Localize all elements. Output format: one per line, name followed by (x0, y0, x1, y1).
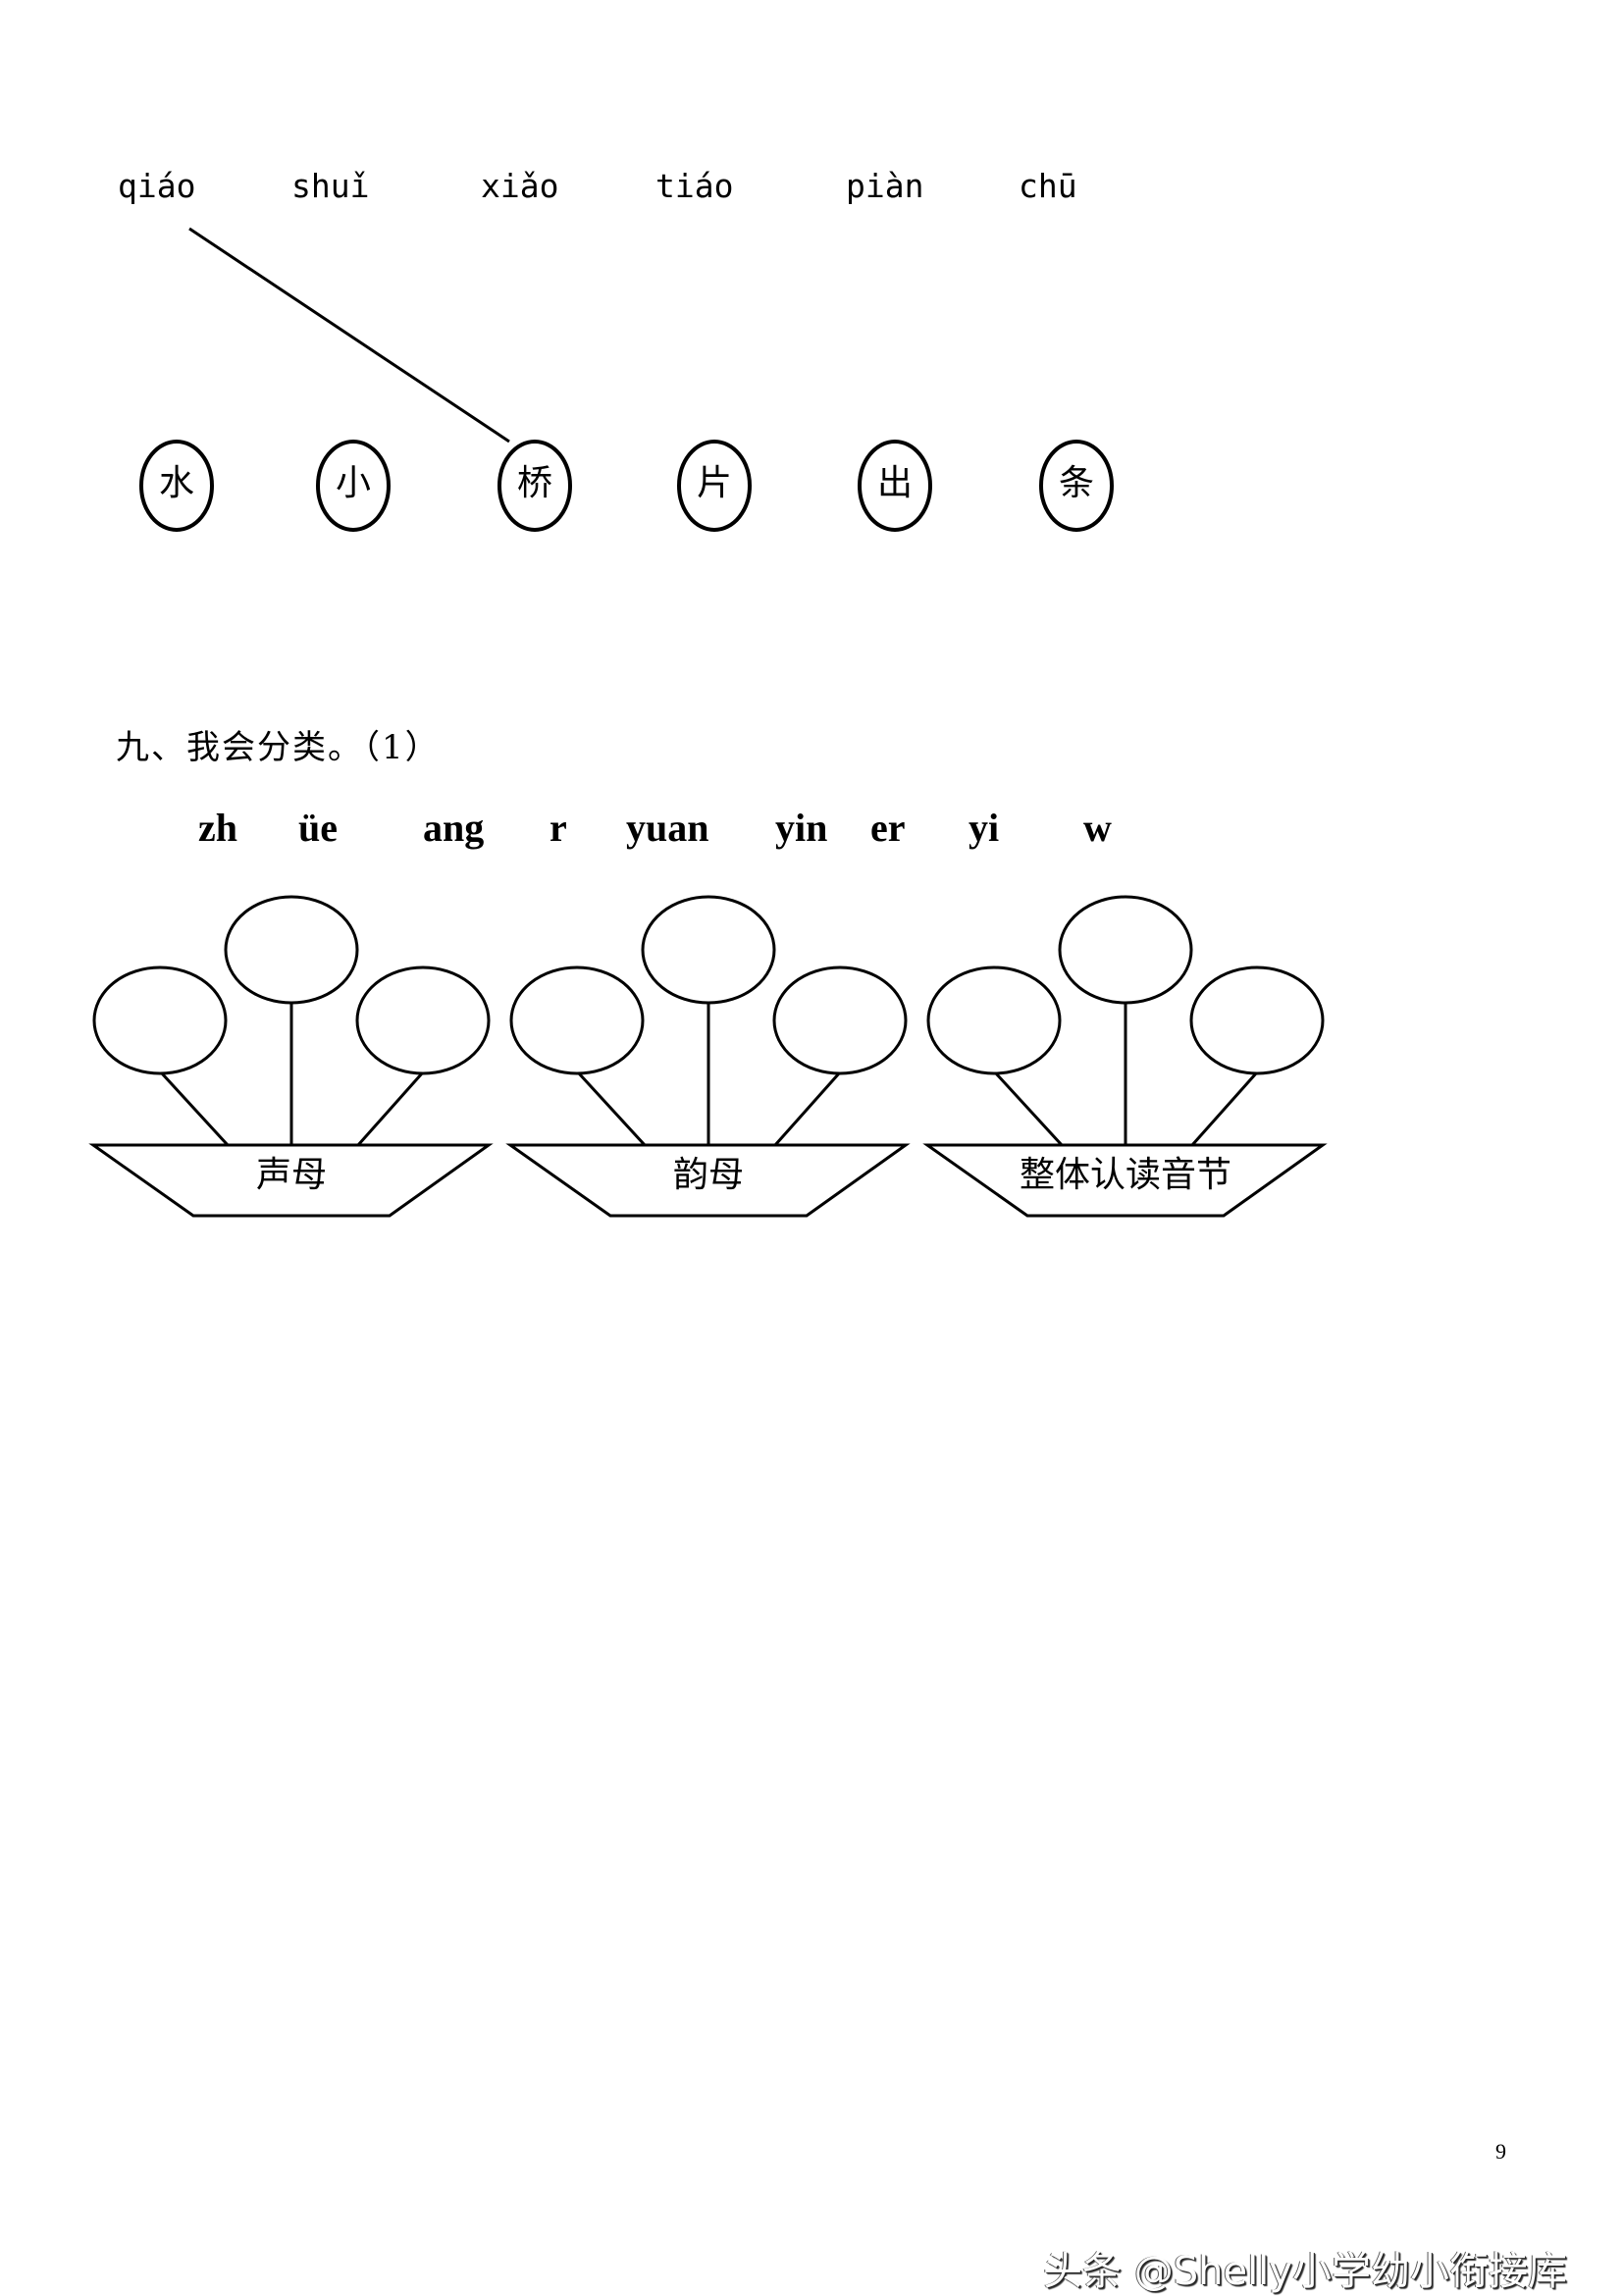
character-label: 出 (876, 463, 913, 503)
answer-bubble[interactable] (1189, 965, 1325, 1075)
character-circle[interactable] (497, 440, 572, 532)
answer-bubble[interactable] (1058, 895, 1193, 1005)
page-number: 9 (1495, 2139, 1506, 2164)
stem-line (994, 1071, 1064, 1147)
character-label: 片 (696, 463, 732, 503)
pinyin-item[interactable]: ang (423, 806, 485, 850)
classification-pot (922, 895, 1328, 1218)
character-circle[interactable] (316, 440, 391, 532)
pinyin-item[interactable]: yi (969, 806, 1000, 850)
character-label: 条 (1058, 463, 1094, 503)
answer-bubble[interactable] (772, 965, 908, 1075)
pinyin-label[interactable]: shuǐ (291, 167, 370, 205)
pinyin-label[interactable]: qiáo (118, 167, 196, 205)
character-circle[interactable] (858, 440, 932, 532)
pot-label: 声母 (255, 1155, 327, 1195)
answer-bubble[interactable] (224, 895, 359, 1005)
character-label: 小 (335, 463, 371, 503)
pinyin-item[interactable]: w (1083, 806, 1112, 850)
answer-bubble[interactable] (92, 965, 228, 1075)
pinyin-label[interactable]: tiáo (655, 167, 734, 205)
answer-bubble[interactable] (926, 965, 1062, 1075)
pot-shape (88, 1143, 494, 1218)
character-label: 水 (158, 463, 194, 503)
pot-label: 整体认读音节 (1019, 1155, 1231, 1195)
pinyin-item[interactable]: üe (298, 806, 338, 850)
watermark: 头条 @Shelly小学幼小衔接库 (1043, 2249, 1567, 2294)
pinyin-item[interactable]: zh (198, 806, 237, 850)
answer-bubble[interactable] (641, 895, 776, 1005)
pinyin-label[interactable]: piàn (846, 167, 924, 205)
stem-line (773, 1072, 841, 1146)
pinyin-item[interactable]: yuan (626, 806, 709, 850)
classification-pots (88, 895, 1328, 1218)
classification-pot (505, 895, 911, 1218)
classification-pot (88, 895, 494, 1218)
stem-line (160, 1071, 230, 1147)
stem-line (356, 1072, 424, 1146)
pot-shape (505, 1143, 911, 1218)
match-line (188, 227, 510, 444)
pinyin-item[interactable]: yin (775, 806, 828, 850)
character-circle[interactable] (1039, 440, 1114, 532)
stem-line (577, 1071, 647, 1147)
pinyin-label[interactable]: chū (1019, 167, 1077, 205)
section-heading: 九、我会分类。（1） (116, 728, 441, 767)
pot-label: 韵母 (672, 1155, 744, 1195)
pinyin-item[interactable]: r (550, 806, 567, 850)
character-circle[interactable] (139, 440, 214, 532)
character-label: 桥 (516, 463, 552, 503)
pinyin-item[interactable]: er (870, 806, 906, 850)
answer-bubble[interactable] (355, 965, 491, 1075)
pinyin-label[interactable]: xiǎo (481, 167, 559, 205)
character-ellipses (139, 440, 1114, 532)
character-circle[interactable] (677, 440, 752, 532)
pot-shape (922, 1143, 1328, 1218)
answer-bubble[interactable] (509, 965, 645, 1075)
stem-line (1190, 1072, 1258, 1146)
